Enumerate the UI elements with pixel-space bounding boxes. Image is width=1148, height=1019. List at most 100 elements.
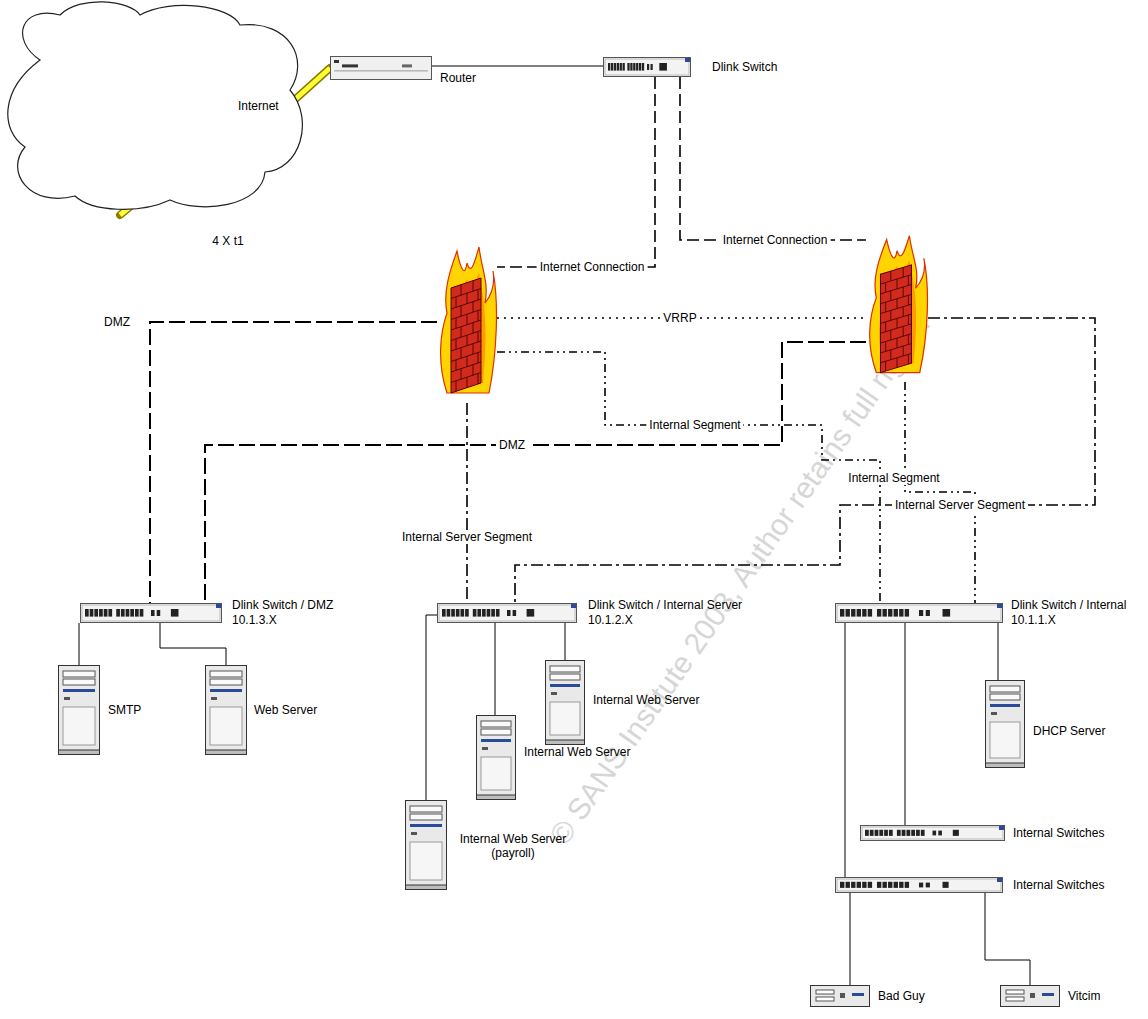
network-cable <box>432 66 603 67</box>
desktop-computer-icon <box>1000 985 1060 1007</box>
tower-body <box>986 681 1025 768</box>
tower-base <box>477 795 516 800</box>
switch-port <box>460 609 464 617</box>
switch-port <box>126 609 130 617</box>
label-holder: 10.1.2.X <box>588 613 633 627</box>
dmz-link <box>205 342 866 603</box>
brick-joint <box>451 299 481 309</box>
server-tower-icon <box>545 660 585 745</box>
switch-port <box>919 883 923 888</box>
brick-joint <box>461 348 462 359</box>
dmz-link <box>150 322 437 603</box>
router-led <box>334 60 339 63</box>
brick-joint <box>903 267 904 277</box>
network-cable <box>160 623 226 665</box>
network-cable <box>565 623 566 660</box>
brick-joint <box>880 314 911 323</box>
label-holder: Vitcim <box>1068 989 1100 1003</box>
label-holder: Web Server <box>254 703 317 717</box>
drive-bay <box>990 686 1020 692</box>
device-label: Dlink Switch / Internal Server <box>588 598 742 612</box>
server-tower-icon <box>476 715 516 800</box>
brick-joint <box>890 291 891 301</box>
tower-panel <box>210 707 242 745</box>
device-label: Internal Switches <box>1013 826 1104 840</box>
drive-bay <box>481 721 511 727</box>
connection-label: Internal Segment <box>646 418 743 432</box>
connector-line <box>466 403 468 603</box>
brick-joint <box>478 353 479 364</box>
connector-line <box>905 623 906 825</box>
network-switch: Internal Switches <box>835 877 1003 893</box>
switch-badge <box>571 604 576 608</box>
connector-line <box>850 893 851 985</box>
connection-label: DMZ <box>101 315 133 329</box>
switch-port <box>911 830 915 836</box>
desktop-body <box>811 986 870 1007</box>
switch-port <box>905 882 909 888</box>
switch-uplink <box>943 882 949 888</box>
switch-port <box>921 830 925 836</box>
brick-joint <box>473 365 474 376</box>
switch-port <box>491 609 495 617</box>
switch-body <box>604 58 691 77</box>
label-holder: Internal Switches <box>1013 826 1104 840</box>
switch-port <box>933 831 937 836</box>
brick-joint <box>467 335 468 346</box>
tower-body <box>59 666 100 755</box>
network-cable <box>79 623 80 665</box>
connector-line <box>79 623 80 665</box>
switch-port <box>482 609 486 617</box>
internal-segment-link <box>905 382 975 603</box>
network-switch: Dlink Switch / Internal Server10.1.2.X <box>437 603 577 623</box>
brick-joint <box>473 323 474 334</box>
tower-body <box>406 801 447 890</box>
switch-port <box>473 609 477 617</box>
drive-slot <box>1006 997 1024 1001</box>
tower-stripe <box>550 684 580 687</box>
edge-label-holder: Internet Connection <box>720 233 831 247</box>
firewall-wall <box>451 278 481 393</box>
brick-joint <box>451 373 481 383</box>
device-label: Dlink Switch <box>712 60 777 74</box>
switch-port <box>857 882 861 888</box>
brick-joint <box>880 285 911 294</box>
label-holder: SMTP <box>108 703 141 717</box>
edge-label-holder: 4 X t1 <box>209 234 246 248</box>
switch-port <box>633 63 635 71</box>
firewall-flames <box>870 236 928 373</box>
tower-panel <box>63 707 95 745</box>
switch-port <box>636 63 638 71</box>
switch-port <box>906 830 910 836</box>
switch-face <box>82 605 220 621</box>
device-label: Dlink Switch / DMZ <box>232 598 333 612</box>
label-holder: Dlink Switch / Internal Server <box>588 598 742 612</box>
switch-port <box>157 610 161 616</box>
desktop-body <box>1001 986 1060 1007</box>
tower-body <box>477 716 516 800</box>
connector-line <box>497 77 655 267</box>
brick-joint <box>451 331 481 341</box>
edge-label-holder: Internal Server Segment <box>399 530 535 544</box>
switch-port <box>608 63 610 71</box>
network-cable <box>850 893 851 985</box>
network-switch-icon <box>835 877 1003 893</box>
switch-port <box>877 609 881 617</box>
connection-label: Internal Server Segment <box>399 530 535 544</box>
brick-joint <box>478 332 479 343</box>
firewall-wall <box>880 265 911 373</box>
brick-joint <box>908 335 909 345</box>
network-switch-icon <box>860 825 1005 841</box>
switch-badge <box>216 604 221 608</box>
connector-line <box>680 77 866 240</box>
switch-port <box>862 609 866 617</box>
network-switch: Dlink Switch <box>603 57 691 77</box>
switch-port <box>938 831 942 836</box>
connection-label: Internet Connection <box>537 260 648 274</box>
connection-label: DMZ <box>496 438 528 452</box>
firewall-icon <box>866 232 928 382</box>
brick-joint <box>467 356 468 367</box>
brick-joint <box>880 353 911 362</box>
brick-joint <box>897 318 898 328</box>
network-cable <box>426 615 437 800</box>
